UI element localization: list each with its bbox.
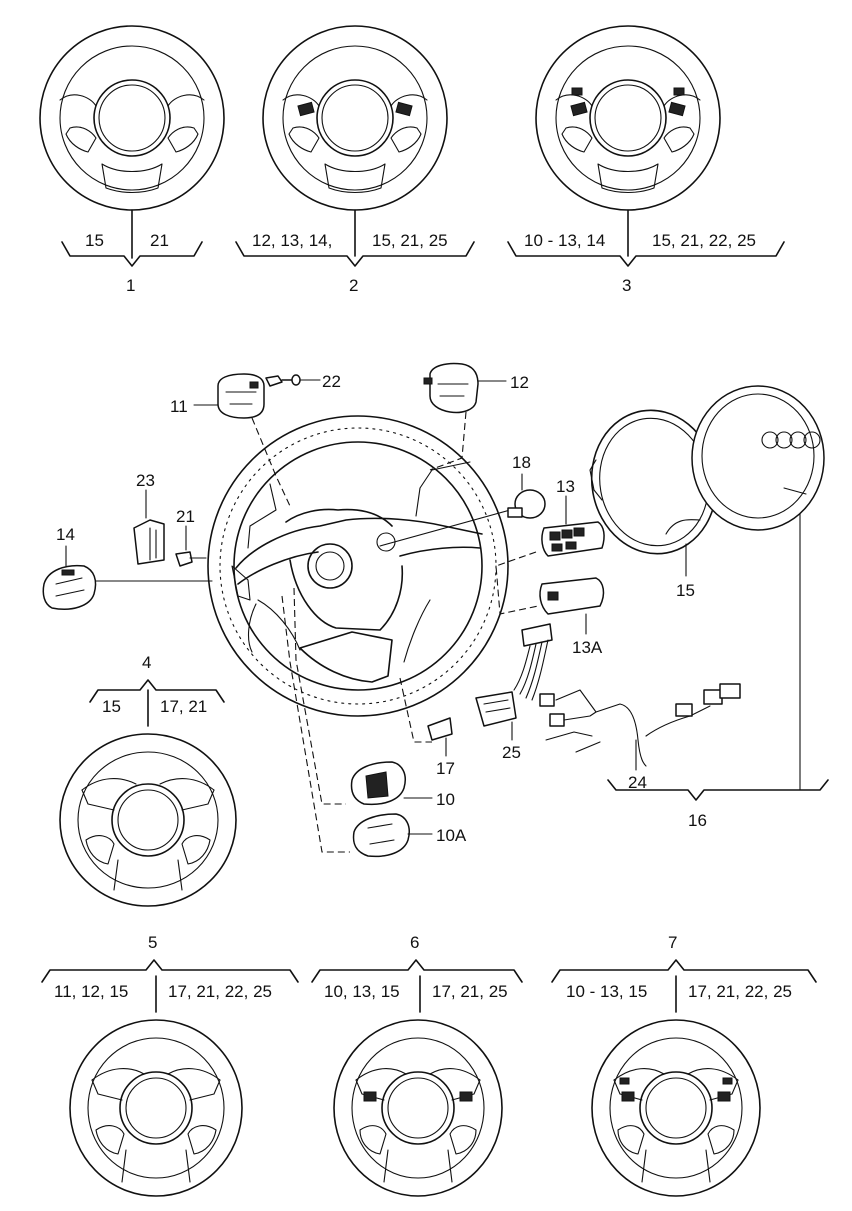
callout-25: 25 [502,743,521,762]
callout-15: 15 [676,581,695,600]
variant-1-right-parts: 21 [150,231,169,250]
variant-3-number: 3 [622,276,631,295]
variant-1-bracket [61,209,203,267]
variant-2-right-parts: 15, 21, 25 [372,231,448,250]
callout-22: 22 [322,372,341,391]
callout-23: 23 [136,471,155,490]
variant-4-bracket [89,679,225,727]
callout-16: 16 [688,811,707,830]
steering-wheel-variant-3 [535,25,721,211]
variant-6-right-parts: 17, 21, 25 [432,982,508,1001]
variant-2-left-parts: 12, 13, 14, [252,231,332,250]
variant-3-bracket [507,209,785,267]
steering-wheel-variant-2 [262,25,448,211]
variant-7-right-parts: 17, 21, 22, 25 [688,982,792,1001]
variant-2-bracket [235,209,475,267]
callout-11: 11 [170,397,188,416]
variant-1-number: 1 [126,276,135,295]
variant-4-number: 4 [142,653,151,672]
part-13a-cover [539,577,605,635]
part-24-cable [539,683,741,771]
steering-wheel-variant-1 [39,25,225,211]
callout-24: 24 [628,773,647,792]
callout-10: 10 [436,790,455,809]
variant-6-left-parts: 10, 13, 15 [324,982,400,1001]
part-12-switch [423,362,479,414]
callout-12: 12 [510,373,529,392]
variant-5-bracket [41,959,299,1013]
part-10-switch [350,761,433,806]
callout-13a: 13A [572,638,603,657]
steering-wheel-variant-5 [69,1019,243,1197]
callout-14: 14 [56,525,75,544]
part-22-connector [265,374,321,387]
callout-10a: 10A [436,826,467,845]
part-18-bolt [507,473,546,519]
variant-3-right-parts: 15, 21, 22, 25 [652,231,756,250]
variant-3-left-parts: 10 - 13, 14 [524,231,605,250]
part-15-airbag [589,385,825,577]
variant-6-number: 6 [410,933,419,952]
variant-7-bracket [551,959,817,1013]
part-13-button-module [541,495,605,557]
variant-5-left-parts: 11, 12, 15 [54,982,128,1001]
leader-lines [95,411,829,853]
callout-17: 17 [436,759,455,778]
part-23-clip [133,489,165,565]
steering-wheel-variant-6 [333,1019,503,1197]
callout-18: 18 [512,453,531,472]
steering-wheel-variant-4 [59,733,237,907]
part-11-switch [217,373,265,419]
part-17-cover [427,717,453,757]
callout-13: 13 [556,477,575,496]
part-25-wire-harness [475,623,553,741]
main-steering-wheel [207,415,509,717]
variant-5-right-parts: 17, 21, 22, 25 [168,982,272,1001]
variant-1-left-parts: 15 [85,231,104,250]
variant-4-left-parts: 15 [102,697,121,716]
part-21-screw [175,525,207,567]
variant-6-bracket [311,959,523,1013]
steering-wheel-variant-7 [591,1019,761,1197]
variant-4-right-parts: 17, 21 [160,697,207,716]
callout-21: 21 [176,507,195,526]
variant-2-number: 2 [349,276,358,295]
variant-5-number: 5 [148,933,157,952]
variant-7-left-parts: 10 - 13, 15 [566,982,647,1001]
variant-7-number: 7 [668,933,677,952]
part-14-switch-panel [42,545,97,610]
part-10a-cover [352,813,433,858]
